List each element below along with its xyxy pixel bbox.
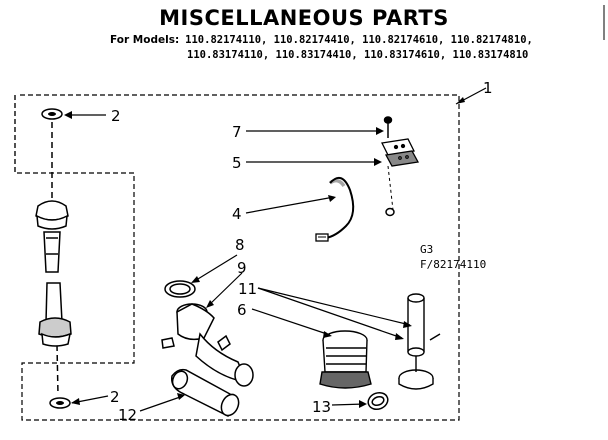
callout-2-top: 2 bbox=[111, 107, 121, 125]
stem-lower bbox=[38, 282, 72, 347]
model-list: For Models: 110.82174110, 110.82174410, 1… bbox=[110, 33, 533, 63]
ring-terminal bbox=[385, 207, 395, 217]
stem-upper bbox=[35, 200, 69, 273]
diagram-code-1: G3 bbox=[420, 243, 433, 256]
o-ring-13 bbox=[367, 391, 389, 411]
callout-2-bottom: 2 bbox=[110, 388, 120, 406]
page-title: MISCELLANEOUS PARTS bbox=[159, 6, 449, 30]
models-label: For Models: bbox=[110, 34, 180, 46]
stem-disc-11 bbox=[398, 293, 441, 390]
callout-13: 13 bbox=[312, 398, 331, 416]
model-line-2: 110.83174110, 110.83174410, 110.83174610… bbox=[187, 49, 529, 61]
models-line-1-text: 110.82174110, 110.82174410, 110.82174610… bbox=[185, 34, 533, 46]
hose-elbow-9 bbox=[161, 303, 254, 387]
screw-7 bbox=[383, 116, 393, 138]
callout-11: 11 bbox=[238, 280, 257, 298]
gasket-8 bbox=[164, 280, 196, 298]
bushing-6 bbox=[319, 330, 372, 389]
callout-6: 6 bbox=[237, 301, 247, 319]
washer-bottom bbox=[49, 397, 71, 409]
callout-5: 5 bbox=[232, 154, 242, 172]
ground-wire-4 bbox=[315, 176, 355, 242]
clamp-5 bbox=[381, 138, 420, 167]
callout-4: 4 bbox=[232, 205, 242, 223]
model-line-1: For Models: 110.82174110, 110.82174410, 1… bbox=[110, 33, 533, 48]
callout-7: 7 bbox=[232, 123, 242, 141]
callout-9: 9 bbox=[237, 259, 247, 277]
diagram-code-2: F/82174110 bbox=[420, 258, 486, 271]
kit-outline bbox=[14, 94, 460, 421]
hose-12 bbox=[171, 368, 240, 417]
callout-8: 8 bbox=[235, 236, 245, 254]
callout-1: 1 bbox=[483, 79, 493, 97]
washer-top bbox=[41, 108, 63, 120]
callout-12: 12 bbox=[118, 406, 137, 424]
